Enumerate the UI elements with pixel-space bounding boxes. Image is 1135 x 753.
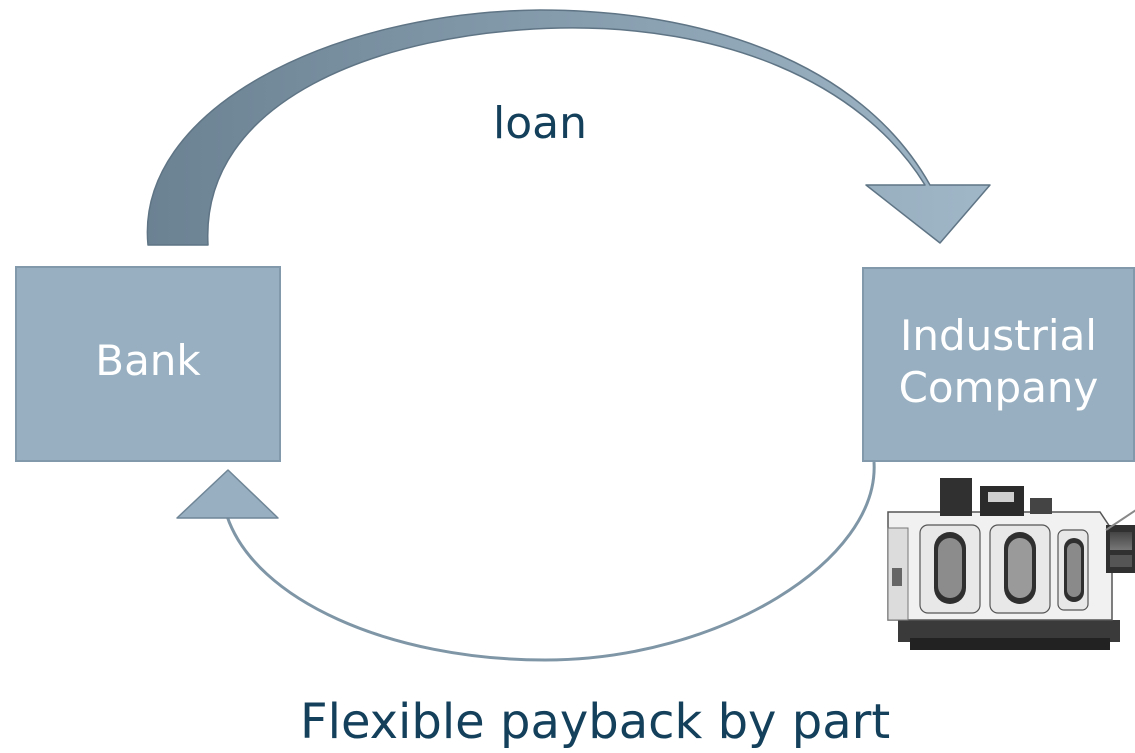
cnc-machine-icon — [887, 478, 1135, 650]
company-label-line2: Company — [898, 362, 1099, 412]
industrial-company-box: Industrial Company — [862, 267, 1135, 462]
loan-arrow — [146, 9, 991, 246]
bank-label: Bank — [95, 335, 201, 385]
payback-arrow — [176, 461, 876, 662]
bank-box: Bank — [15, 266, 281, 462]
company-label-line1: Industrial — [900, 310, 1097, 360]
loan-label: loan — [493, 98, 587, 149]
payback-label: Flexible payback by part — [300, 694, 891, 750]
industrial-company-label: Industrial Company — [899, 310, 1099, 414]
